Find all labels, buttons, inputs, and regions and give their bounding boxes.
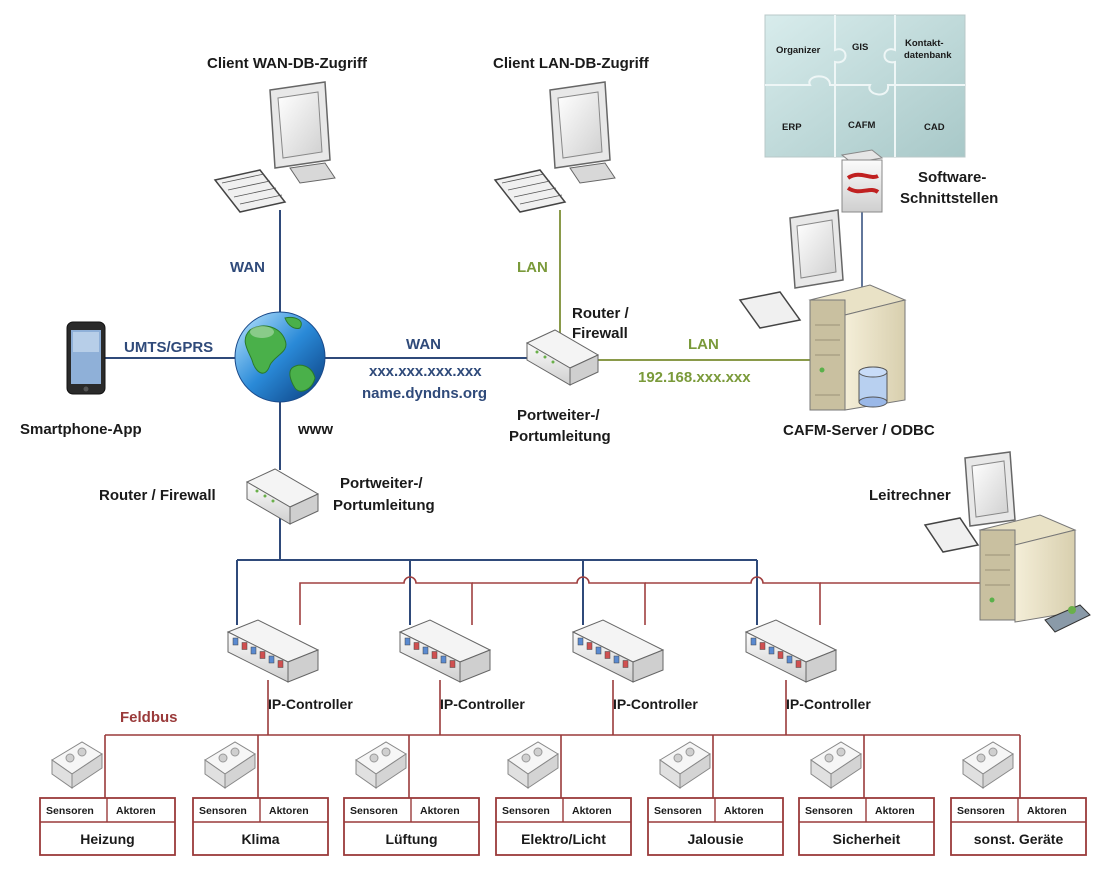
smartphone-icon [66, 321, 106, 395]
device-name: Sicherheit [833, 831, 901, 847]
device-name: Jalousie [687, 831, 743, 847]
sensor-label: Sensoren [350, 805, 398, 817]
router-firewall-bottom-label: Router / Firewall [99, 487, 216, 504]
leitrechner-icon [923, 451, 1091, 633]
device-name: Klima [241, 831, 279, 847]
sensor-device-icon [355, 741, 407, 789]
actor-label: Aktoren [420, 805, 460, 817]
software-label-2: Schnittstellen [900, 190, 998, 207]
device-name: Lüftung [385, 831, 437, 847]
puzzle-kontakt: Kontakt- [905, 38, 944, 49]
router-bottom-icon [245, 468, 320, 525]
sensor-device-icon [659, 741, 711, 789]
puzzle-organizer: Organizer [776, 45, 821, 56]
globe-icon [234, 311, 326, 403]
wan-lines [105, 210, 758, 625]
actor-label: Aktoren [572, 805, 612, 817]
port-forward-bottom-label-2: Portumleitung [333, 497, 435, 514]
lan-horizontal-label: LAN [688, 336, 719, 353]
client-lan-computer-icon [493, 81, 616, 213]
dyndns-label: name.dyndns.org [362, 385, 487, 402]
puzzle-erp: ERP [782, 122, 802, 133]
router-firewall-top-label-2: Firewall [572, 325, 628, 342]
controller-lines [299, 576, 980, 625]
router-firewall-top-label-1: Router / [572, 305, 630, 322]
cafm-server-icon [738, 209, 907, 411]
client-wan-computer-icon [213, 81, 336, 213]
port-forward-bottom-label-1: Portweiter-/ [340, 475, 423, 492]
actor-label: Aktoren [724, 805, 764, 817]
device-7: Sensoren Aktoren sonst. Geräte [950, 741, 1087, 856]
port-forward-top-label-2: Portumleitung [509, 428, 611, 445]
sensor-label: Sensoren [502, 805, 550, 817]
sensor-device-icon [204, 741, 256, 789]
umts-label: UMTS/GPRS [124, 339, 213, 356]
device-name: Elektro/Licht [521, 831, 606, 847]
wan-horizontal-label: WAN [406, 336, 441, 353]
cafm-server-label: CAFM-Server / ODBC [783, 422, 935, 439]
client-wan-label: Client WAN-DB-Zugriff [207, 55, 368, 72]
ip-controller-label: IP-Controller [440, 696, 525, 712]
feldbus-lines [104, 680, 1021, 798]
ip-controller-2: IP-Controller [398, 619, 525, 712]
ip-controller-1: IP-Controller [226, 619, 353, 712]
leitrechner-label: Leitrechner [869, 487, 951, 504]
puzzle-gis: GIS [852, 42, 868, 53]
device-name: Heizung [80, 831, 134, 847]
client-lan-label: Client LAN-DB-Zugriff [493, 55, 650, 72]
lan-vertical-label: LAN [517, 259, 548, 276]
www-label: www [297, 421, 333, 438]
ip-controllers: IP-Controller IP-Controller IP-Controller I… [226, 619, 871, 712]
connector-icon [1044, 604, 1091, 633]
puzzle-cad: CAD [924, 122, 945, 133]
smartphone-app-label: Smartphone-App [20, 421, 142, 438]
puzzle-datenbank: datenbank [904, 50, 952, 61]
port-forward-top-label-1: Portweiter-/ [517, 407, 600, 424]
feldbus-label: Feldbus [120, 709, 178, 726]
sensor-label: Sensoren [46, 805, 94, 817]
device-name: sonst. Geräte [974, 831, 1064, 847]
ip-controller-label: IP-Controller [613, 696, 698, 712]
sensor-device-icon [810, 741, 862, 789]
software-label-1: Software- [918, 169, 986, 186]
actor-label: Aktoren [116, 805, 156, 817]
sensor-label: Sensoren [805, 805, 853, 817]
lan-ip-label: 192.168.xxx.xxx [638, 369, 751, 386]
ip-controller-3: IP-Controller [571, 619, 698, 712]
wan-vertical-label: WAN [230, 259, 265, 276]
puzzle-cafm: CAFM [848, 120, 876, 131]
actor-label: Aktoren [1027, 805, 1067, 817]
sensor-label: Sensoren [957, 805, 1005, 817]
actor-label: Aktoren [269, 805, 309, 817]
lan-lines [559, 210, 815, 361]
software-puzzle: Organizer GIS Kontakt- datenbank ERP CAF… [764, 14, 966, 158]
actor-label: Aktoren [875, 805, 915, 817]
ip-address-label: xxx.xxx.xxx.xxx [369, 363, 482, 380]
router-top-icon [525, 329, 600, 386]
sensor-label: Sensoren [199, 805, 247, 817]
ip-controller-label: IP-Controller [268, 696, 353, 712]
sensor-label: Sensoren [654, 805, 702, 817]
software-interface-icon [840, 149, 884, 213]
sensor-device-icon [507, 741, 559, 789]
sensor-device-icon [51, 741, 103, 789]
ip-controller-4: IP-Controller [744, 619, 871, 712]
sensor-device-icon [962, 741, 1014, 789]
ip-controller-label: IP-Controller [786, 696, 871, 712]
